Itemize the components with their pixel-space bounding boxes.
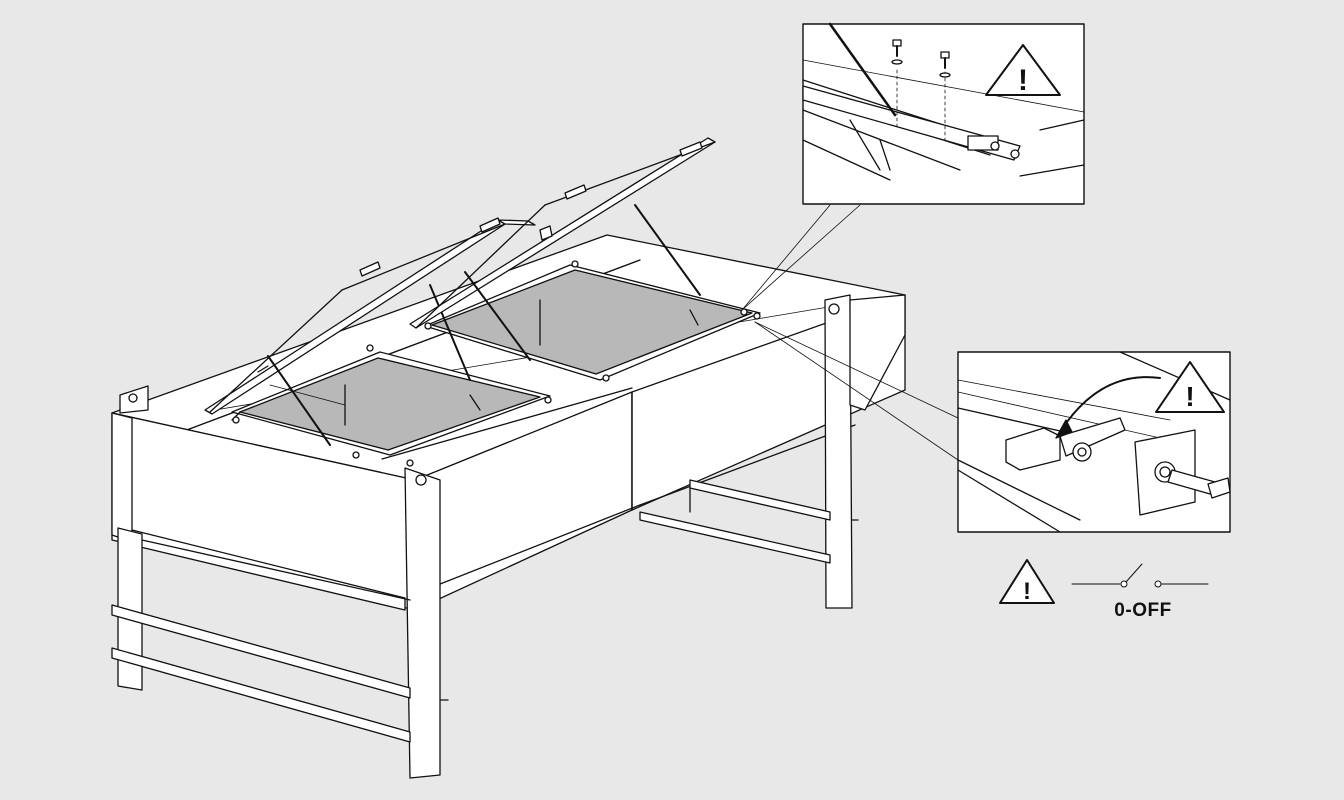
lid-right [409,137,716,361]
opening-left [231,344,552,467]
warning-mark-top: ! [1018,64,1028,97]
switch-state-label: 0-OFF [1114,600,1172,621]
warning-triangle-icon-bottom [999,559,1055,604]
warning-triangle-icon-top [985,44,1061,96]
warning-mark-bottom: ! [1023,578,1031,605]
switch-open-icon [1071,563,1209,588]
detail-panel-hinge [802,22,1085,205]
opening-right [424,260,761,382]
warning-mark-switch: ! [1185,381,1194,412]
warning-triangle-icon-switch [1155,361,1225,413]
unit-frame [111,294,906,779]
callout-leaders [741,204,959,461]
lid-left [204,217,536,446]
